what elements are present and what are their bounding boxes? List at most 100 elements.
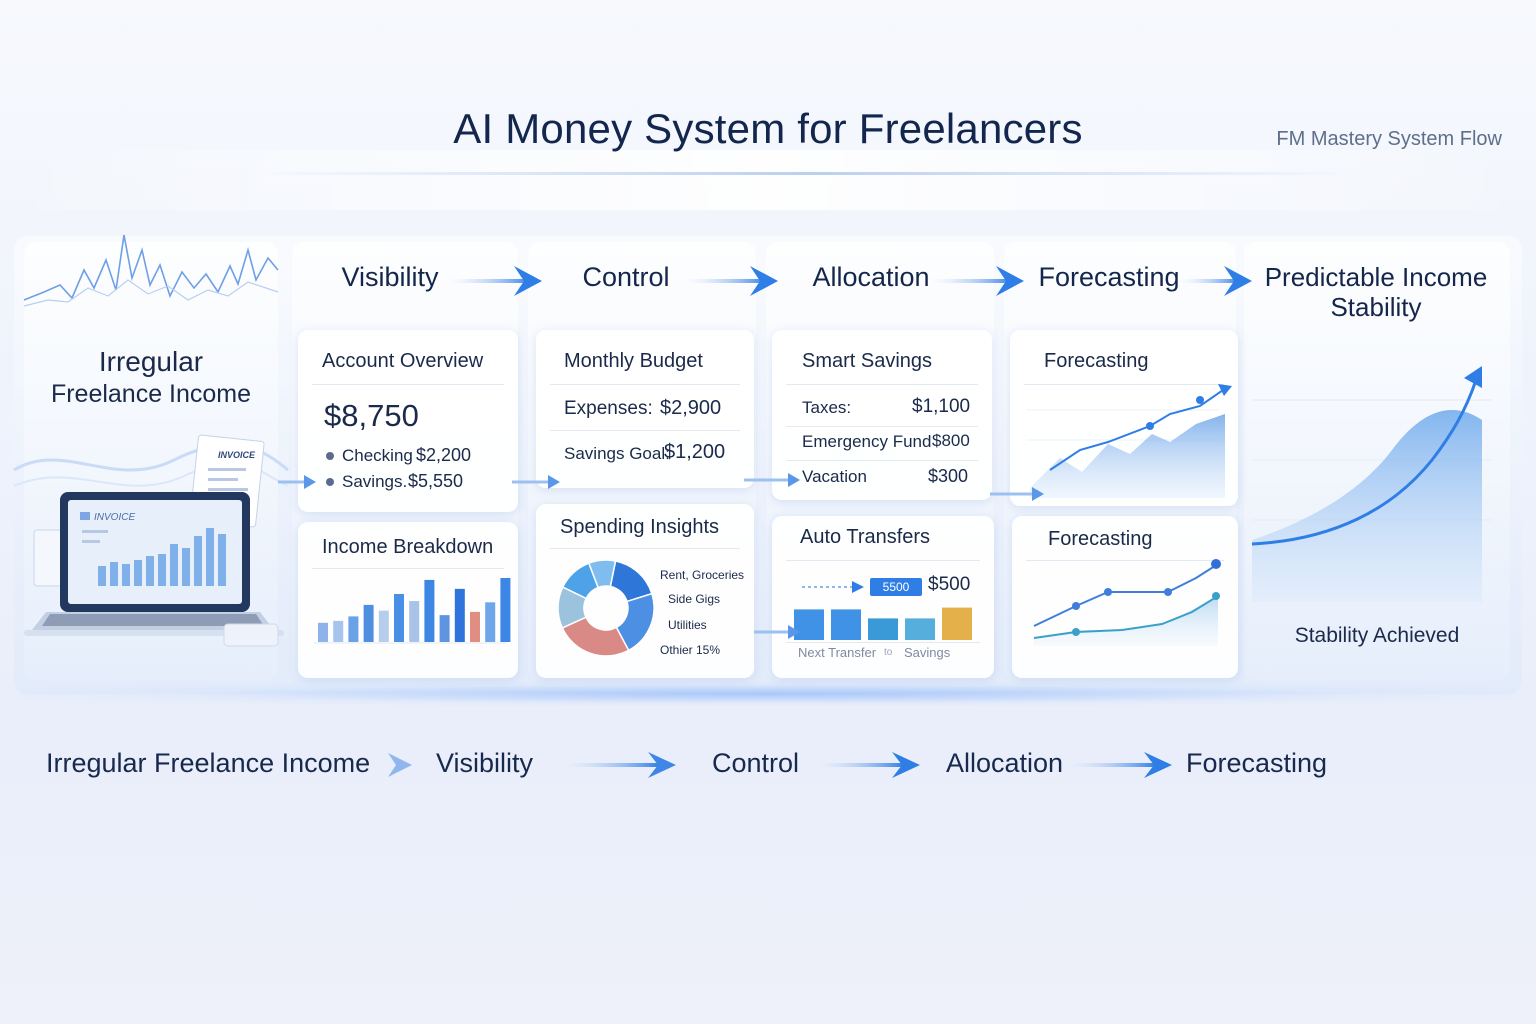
income-bar — [470, 611, 480, 642]
stability-caption: Stability Achieved — [1294, 624, 1460, 647]
transfer-bar — [868, 618, 898, 640]
transfer-arrow-icon — [802, 581, 864, 593]
donut-slice — [587, 559, 617, 589]
forecast-line-chart-bottom — [1033, 559, 1221, 646]
savings-row-label: Vacation — [802, 467, 867, 486]
monthly-budget-card: Monthly Budget Expenses: $2,900 Savings … — [536, 330, 754, 488]
spending-insights-card: Spending Insights Rent, Groceries Side G… — [536, 504, 754, 678]
transfer-bar — [905, 618, 935, 640]
arrow-icon-control-to-allocation — [684, 266, 778, 296]
connector-arrow-icon — [744, 473, 800, 487]
account-total: $8,750 — [324, 398, 419, 433]
connector-arrow-icon — [512, 475, 560, 489]
bullet-icon — [326, 478, 334, 486]
laptop-invoice-illustration: INVOICE INVOICE — [13, 434, 289, 647]
smart-savings-card: Smart Savings Taxes: $1,100 Emergency Fu… — [772, 330, 992, 500]
auto-transfers-card: Auto Transfers 5500 $500 Next Transfer t… — [772, 516, 994, 678]
transfer-badge: 5500 — [870, 578, 922, 596]
stage-label-allocation: Allocation — [812, 262, 930, 292]
transfer-bar — [794, 609, 824, 640]
income-bar — [454, 588, 465, 642]
spending-donut-chart — [557, 559, 655, 657]
savings-row-label: Taxes: — [802, 398, 852, 417]
income-bar — [485, 602, 496, 642]
flow-step: Forecasting — [1186, 748, 1328, 778]
spending-legend-item: Rent, Groceries — [660, 568, 745, 582]
page-subtitle: FM Mastery System Flow — [1276, 128, 1502, 150]
arrow-icon-allocation-to-forecasting — [930, 266, 1024, 296]
forecasting-card-top: Forecasting — [1010, 330, 1238, 506]
income-bar — [363, 604, 374, 642]
income-bar — [318, 622, 328, 642]
flow-step: Irregular Freelance Income — [46, 748, 371, 778]
account-overview-card: Account Overview $8,750 Checking $2,200 … — [298, 330, 518, 512]
forecasting-card-bottom: Forecasting — [1012, 516, 1238, 678]
title-glow-band — [0, 150, 1536, 210]
stage-label-control: Control — [582, 262, 670, 292]
savings-row-value: $300 — [928, 466, 969, 486]
flow-arrow-icon — [560, 752, 676, 778]
income-breakdown-card: Income Breakdown — [298, 522, 518, 678]
flow-arrow-icon — [388, 753, 412, 777]
transfer-amount: $500 — [928, 574, 971, 595]
connector-arrow-icon — [278, 475, 316, 489]
savings-label: Savings. — [342, 472, 408, 491]
income-breakdown-chart — [314, 578, 511, 644]
arrow-icon-visibility-to-control — [448, 266, 542, 296]
spending-legend-item: Side Gigs — [668, 592, 721, 606]
stage-label-forecasting: Forecasting — [1038, 262, 1180, 292]
income-bar — [500, 578, 511, 642]
flow-step: Visibility — [436, 748, 534, 778]
stability-growth-chart — [1251, 366, 1492, 602]
invoice-paper-label: INVOICE — [218, 450, 256, 460]
income-bar — [424, 579, 435, 642]
savings-value: $5,550 — [408, 471, 464, 491]
smart-savings-title: Smart Savings — [802, 350, 933, 372]
flow-step: Allocation — [946, 748, 1064, 778]
connector-arrow-icon — [754, 625, 800, 639]
auto-transfers-title: Auto Transfers — [800, 526, 931, 548]
account-overview-title: Account Overview — [322, 350, 484, 372]
forecasting-bottom-title: Forecasting — [1048, 528, 1153, 550]
page-title: AI Money System for Freelancers — [453, 105, 1083, 152]
expenses-value: $2,900 — [660, 397, 722, 419]
income-bar — [378, 610, 389, 642]
forecasting-top-title: Forecasting — [1044, 350, 1149, 372]
next-transfer-label: Next Transfer — [798, 645, 877, 660]
stage-label-visibility: Visibility — [341, 262, 439, 292]
spending-legend-item: Utilities — [668, 618, 707, 632]
spending-legend-item: Othier 15% — [660, 643, 721, 657]
income-title-line2: Freelance Income — [50, 380, 252, 408]
savings-row-label: Emergency Fund — [802, 432, 932, 451]
savings-goal-value: $1,200 — [664, 441, 726, 463]
monthly-budget-title: Monthly Budget — [564, 350, 703, 372]
savings-row-value: $1,100 — [912, 396, 971, 417]
savings-row-value: $800 — [932, 431, 970, 450]
volatile-income-waveform — [23, 234, 279, 307]
connector-arrow-icon — [990, 487, 1044, 501]
spending-insights-title: Spending Insights — [560, 516, 720, 538]
transfer-bars-chart — [794, 607, 972, 640]
stage-label-stability: Predictable Income Stability — [1264, 262, 1488, 322]
transfer-bar — [942, 607, 972, 640]
income-breakdown-title: Income Breakdown — [322, 536, 494, 558]
flow-arrow-icon — [1066, 752, 1172, 778]
income-bar — [348, 616, 359, 642]
arrow-icon-forecasting-to-stability — [1180, 266, 1252, 296]
transfer-bar — [831, 609, 861, 640]
income-bar — [333, 620, 344, 642]
income-title-line1: Irregular — [98, 346, 204, 377]
next-transfer-destination: Savings — [904, 645, 951, 660]
checking-label: Checking — [342, 446, 413, 465]
board-glow — [20, 682, 1516, 706]
income-bar — [439, 615, 450, 642]
invoice-screen-label: INVOICE — [94, 512, 135, 523]
forecast-area-chart-top — [1026, 384, 1232, 498]
flow-step: Control — [712, 748, 800, 778]
expenses-label: Expenses: — [564, 398, 653, 419]
checking-value: $2,200 — [416, 445, 472, 465]
income-bar — [394, 594, 404, 642]
title-divider — [260, 172, 1360, 175]
flow-arrow-icon — [814, 752, 920, 778]
income-bar — [409, 601, 420, 642]
